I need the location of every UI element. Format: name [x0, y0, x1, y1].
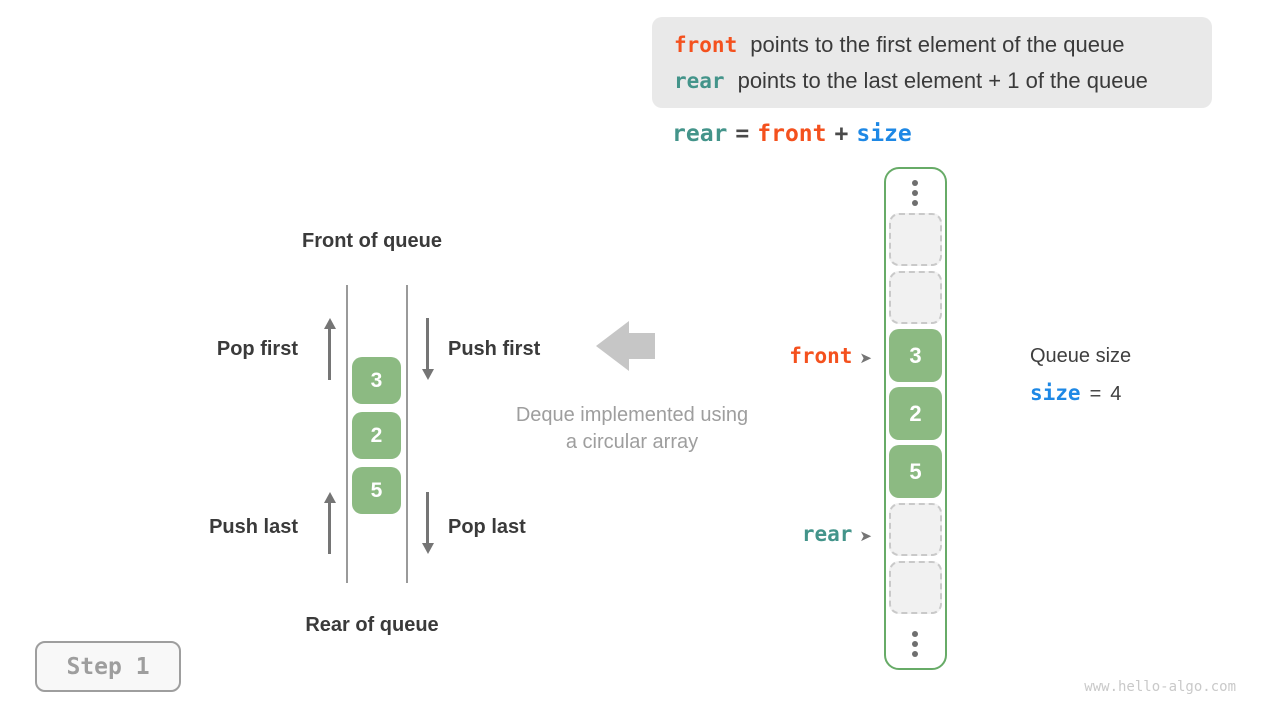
rear-pointer-arrow-icon: ➤ [859, 527, 872, 545]
rear-keyword: rear [674, 69, 725, 93]
formula-size: size [856, 121, 912, 147]
queue-size-title: Queue size [1030, 345, 1132, 367]
front-pointer: front ➤ [762, 344, 872, 368]
queue-size-equation: size = 4 [1030, 381, 1121, 406]
front-keyword: front [674, 33, 738, 57]
pop-last-label: Pop last [448, 516, 526, 538]
size-keyword: size [1030, 381, 1081, 405]
array-cell-5 [889, 503, 942, 556]
rear-pointer: rear ➤ [762, 522, 872, 546]
left-block-arrow-tail [628, 333, 655, 359]
pop-first-arrow-icon [328, 328, 331, 380]
array-cell-1 [889, 271, 942, 324]
pop-first-label: Pop first [216, 338, 298, 360]
array-cell-6 [889, 561, 942, 614]
queue-wall-right [406, 285, 408, 583]
rear-pointer-text: rear [801, 522, 853, 546]
size-value: 4 [1110, 383, 1122, 405]
step-badge: Step 1 [35, 641, 181, 692]
watermark: www.hello-algo.com [1084, 679, 1236, 695]
pop-last-arrow-icon [426, 492, 429, 544]
ellipsis-bottom-icon [912, 631, 918, 657]
array-cell-3: 2 [889, 387, 942, 440]
push-first-label: Push first [448, 338, 541, 360]
legend-line-rear: rear points to the last element + 1 of th… [674, 63, 1212, 99]
caption-line-2: a circular array [565, 431, 699, 453]
array-cell-0 [889, 213, 942, 266]
formula-front: front [757, 121, 827, 147]
front-of-queue-label: Front of queue [302, 230, 442, 252]
formula-rear: rear [672, 121, 728, 147]
formula-plus: + [834, 121, 849, 147]
formula-equals: = [735, 121, 750, 147]
caption-line-1: Deque implemented using [515, 404, 749, 426]
rear-of-queue-label: Rear of queue [305, 614, 439, 636]
array-cell-2: 3 [889, 329, 942, 382]
queue-wall-left [346, 285, 348, 583]
push-last-arrow-icon [328, 502, 331, 554]
size-equals: = [1089, 383, 1102, 405]
queue-cell-2: 2 [352, 412, 401, 459]
queue-cell-5: 5 [352, 467, 401, 514]
array-cell-4: 5 [889, 445, 942, 498]
legend-line-front: front points to the first element of the … [674, 27, 1212, 63]
formula-rear-front-size: rear = front + size [672, 121, 912, 147]
left-block-arrow-icon [596, 321, 629, 371]
center-caption: Deque implemented using a circular array [482, 402, 782, 456]
push-first-arrow-icon [426, 318, 429, 370]
push-last-label: Push last [209, 516, 298, 538]
ellipsis-top-icon [912, 180, 918, 206]
legend-box: front points to the first element of the … [652, 17, 1212, 108]
front-pointer-text: front [789, 344, 853, 368]
front-description: points to the first element of the queue [750, 32, 1125, 57]
front-pointer-arrow-icon: ➤ [859, 349, 872, 367]
rear-description: points to the last element + 1 of the qu… [737, 68, 1148, 93]
queue-cell-3: 3 [352, 357, 401, 404]
